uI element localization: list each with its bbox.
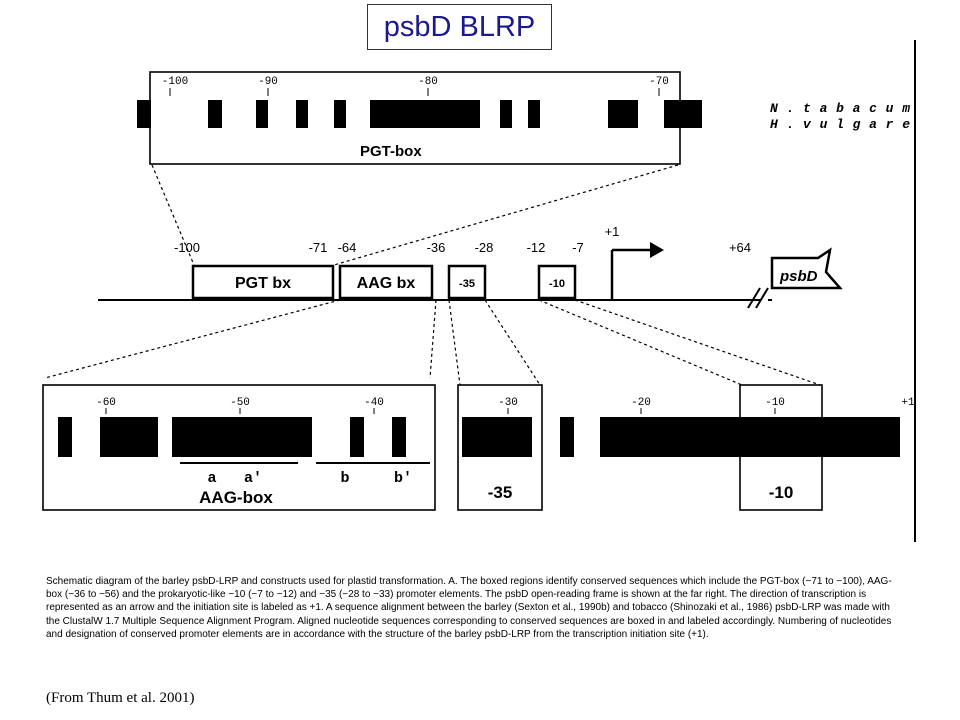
bottom-number: -20 (631, 397, 651, 409)
bottom-number: +1 (901, 397, 915, 409)
break-mark (747, 287, 761, 309)
figure-caption: Schematic diagram of the barley psbD-LRP… (46, 576, 892, 640)
psbd-label: psbD (779, 268, 818, 285)
species-label: H.vulgare (770, 117, 910, 132)
aag-box (338, 264, 434, 300)
sub-label-b-prime: b' (394, 470, 412, 487)
minus35-box-text: -35 (459, 278, 475, 290)
bottom-number: -40 (364, 397, 384, 409)
aag-box-label: AAG-box (199, 488, 273, 507)
minus35-box (447, 264, 487, 300)
bottom-number: -30 (498, 397, 518, 409)
sub-label-a: a (207, 470, 216, 487)
aag-box-frame (42, 384, 436, 511)
pgt-box-label: PGT-box (360, 143, 422, 160)
map-number: +64 (729, 240, 751, 255)
break-mark (755, 287, 769, 309)
bottom-number: -60 (96, 397, 116, 409)
bottom-connector-lines (44, 299, 821, 386)
top-number: -80 (418, 76, 438, 88)
top-number: -70 (649, 76, 669, 88)
transcription-arrow (610, 248, 652, 300)
minus35-label: -35 (488, 483, 513, 502)
minus10-box (537, 264, 577, 300)
pgt-box (191, 264, 335, 300)
top-ruler (169, 88, 660, 96)
bottom-number: -50 (230, 397, 250, 409)
map-number: -28 (475, 240, 494, 255)
top-number: -90 (258, 76, 278, 88)
vertical-divider (914, 40, 916, 542)
bottom-sequence-row: AAACAAAAGAAAAAGTAAGTGGACCTGACCTATTGAATCA… (34, 421, 915, 437)
psbd-orf-shape (770, 247, 843, 290)
bottom-ruler (105, 408, 776, 414)
promoter-diagram: -100 -90 -80 -70 ATTCCTATTTTCCATTATACCAA… (34, 71, 915, 511)
map-number: -12 (527, 240, 546, 255)
map-number: -71 (309, 240, 328, 255)
map-number: -7 (572, 240, 584, 255)
sequence-row-vulgare: ----AAGCAAAAAGGGTTCTTATCAAATCCA--CCA----… (46, 117, 714, 133)
sub-label-a-prime: a' (244, 470, 262, 487)
map-number: -64 (338, 240, 357, 255)
sub-label-b: b (340, 470, 349, 487)
bottom-sequence-row: GAAAGAAGCATAAAGTAAGTAGACCTGACTATCCTTGAAT… (34, 441, 915, 457)
arrowhead-icon (650, 242, 664, 258)
minus10-label: -10 (769, 483, 794, 502)
top-number: -100 (162, 76, 188, 88)
source-citation: (From Thum et al. 2001) (46, 690, 195, 706)
map-number: -100 (174, 240, 200, 255)
map-number: -36 (427, 240, 446, 255)
aag-box-text: AAG bx (357, 275, 416, 292)
pgt-box-text: PGT bx (235, 275, 291, 292)
minus10-box-text: -10 (549, 278, 565, 290)
bottom-number: -10 (765, 397, 785, 409)
map-number: +1 (605, 224, 620, 239)
top-shading (137, 100, 702, 128)
top-connector-lines (151, 164, 679, 266)
species-label: N.tabacum (770, 101, 910, 116)
minus35-frame (457, 384, 543, 511)
sequence-row-tabacum: ATTCCTATTTTCCATTATACCAACCAAATCCATTCGAAAG… (46, 101, 715, 117)
bottom-shading (58, 417, 900, 457)
page-title: psbD BLRP (367, 4, 552, 50)
